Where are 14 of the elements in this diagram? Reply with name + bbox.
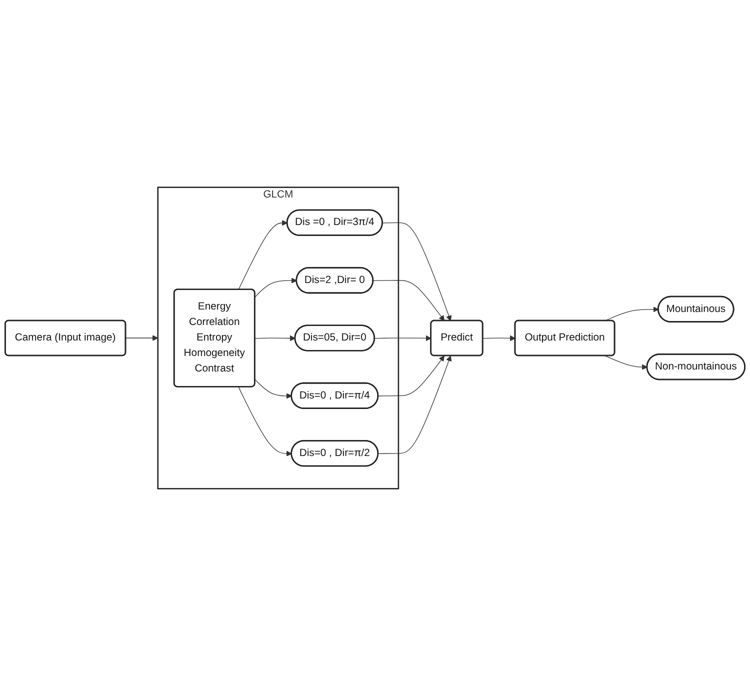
arrow (604, 356, 648, 370)
arrow (604, 306, 659, 322)
arrow (482, 335, 516, 342)
arrow (254, 335, 296, 342)
arrow (378, 356, 452, 454)
arrow (254, 278, 297, 298)
arrow (374, 335, 432, 342)
arrow (238, 386, 292, 456)
arrow (125, 335, 158, 341)
arrow (254, 379, 292, 399)
arrow (372, 280, 445, 322)
arrow (378, 356, 445, 396)
arrow (382, 222, 452, 322)
arrow (238, 220, 288, 290)
